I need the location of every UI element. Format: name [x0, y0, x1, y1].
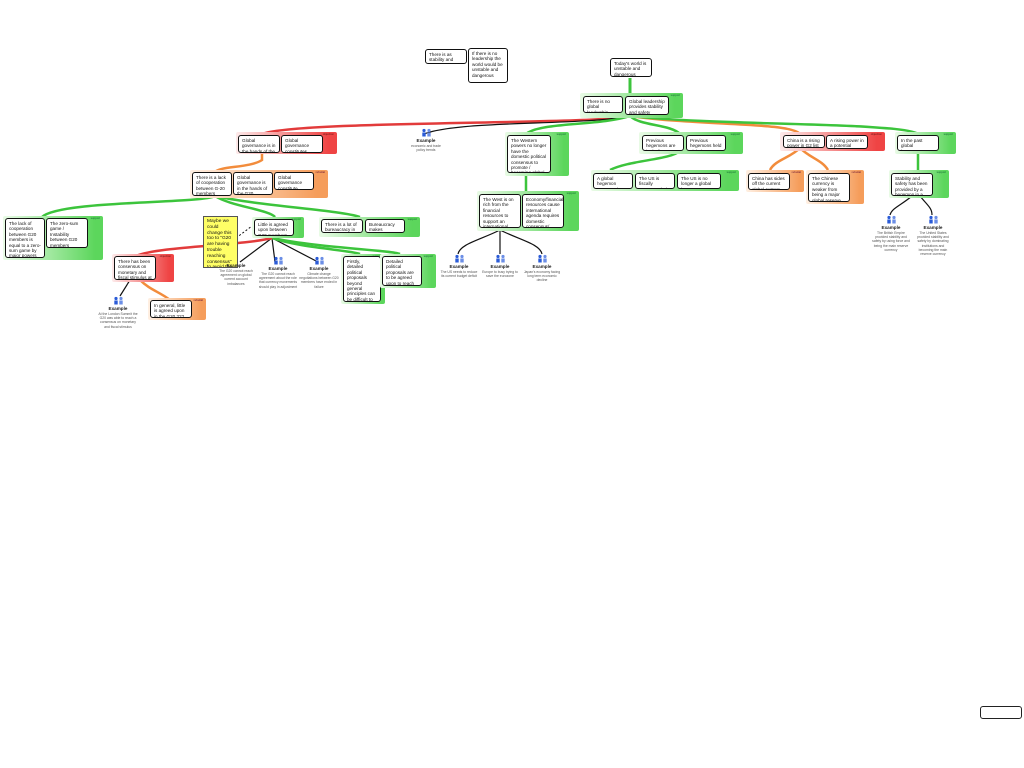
- node-hegemon-overextended[interactable]: A global hegemon cannot to be fully over…: [593, 173, 633, 189]
- node-detailed-difficult[interactable]: Firstly, detailed political proposals be…: [343, 256, 381, 302]
- group-label: support: [670, 93, 680, 97]
- example-person-icon: [273, 256, 283, 265]
- node-bureaucracy-g20[interactable]: There is a lot of bureaucracy in the G20: [321, 219, 363, 233]
- node-chinese-currency[interactable]: The Chinese currency is weaker from bein…: [808, 173, 850, 202]
- node-past-hegemons[interactable]: In the past global hegemons provided sta…: [897, 135, 939, 151]
- example-person-icon: [113, 296, 123, 305]
- example-person-icon: [454, 254, 464, 263]
- example-body: The British Empire provided stability an…: [872, 231, 910, 252]
- node-rising-potential[interactable]: A rising power in a potential global lea…: [826, 135, 868, 149]
- node-economy-resources[interactable]: Economy/financial resources cause intern…: [522, 194, 564, 228]
- zoom-control[interactable]: [980, 706, 1022, 719]
- example-title: Example: [532, 264, 552, 269]
- group-label: objection: [870, 132, 882, 136]
- example-person-icon: [928, 215, 938, 224]
- node-prev-held[interactable]: Previous hegemons held global leadership: [686, 135, 726, 151]
- example-person-icon: [421, 128, 431, 137]
- group-label: support: [291, 217, 301, 221]
- example-title: Example: [881, 225, 901, 230]
- example-body: The G20 cannot reach agreement about the…: [258, 272, 298, 289]
- node-lack-cooperation[interactable]: There is a lack of cooperation between G…: [192, 172, 232, 196]
- group-label: support: [556, 132, 566, 136]
- example-card[interactable]: Example Europe to busy trying to save th…: [481, 254, 519, 278]
- example-card[interactable]: Example The G20 cannot reach agreement o…: [216, 262, 256, 286]
- group-label: rebuttal: [315, 170, 325, 174]
- node-us-no-longer[interactable]: The US is no longer a global hegemon: [677, 173, 721, 189]
- example-card[interactable]: Example Climate change negotiations betw…: [298, 256, 340, 289]
- example-title: Example: [268, 266, 288, 271]
- group-label: support: [423, 254, 433, 258]
- example-body: Japan's economy facing long term economi…: [523, 270, 561, 283]
- example-person-icon: [886, 215, 896, 224]
- group-label: rebuttal: [193, 298, 203, 302]
- node-no-leadership-unstable[interactable]: If there is no leadership the world woul…: [468, 48, 508, 83]
- example-body: The G20 cannot reach agreement on global…: [219, 269, 253, 286]
- node-us-fiscal[interactable]: The US is fiscally overextended: [635, 173, 675, 189]
- node-g20-governance[interactable]: Global governance is in the hands of the…: [238, 135, 280, 153]
- example-card[interactable]: Example The United States provided stabi…: [914, 215, 952, 256]
- group-label: support: [730, 132, 740, 136]
- example-card[interactable]: Example economic and trade policy trends: [407, 128, 445, 152]
- example-title: Example: [490, 264, 510, 269]
- node-little-agreed[interactable]: Little is agreed upon between G20 member…: [254, 219, 294, 236]
- group-label: objection: [159, 254, 171, 258]
- node-west-financial[interactable]: The West is on rich from the financial r…: [479, 194, 521, 228]
- example-card[interactable]: Example The British Empire provided stab…: [872, 215, 910, 252]
- node-stability-now[interactable]: There is as stability and safety now: [425, 49, 467, 64]
- example-body: Climate change negotiations between G20 …: [299, 272, 339, 289]
- example-body: The US needs to reduce its current budge…: [440, 270, 478, 279]
- group-label: support: [566, 191, 576, 195]
- node-global-leadership-provides[interactable]: Global leadership provides stability and…: [625, 96, 669, 115]
- group-label: support: [90, 216, 100, 220]
- node-in-general[interactable]: In general, little is agreed upon in the…: [150, 300, 192, 318]
- example-body: The United States provided stability and…: [917, 231, 949, 257]
- sticky-note[interactable]: Maybe we could change this too to "G20 a…: [203, 216, 238, 268]
- example-person-icon: [314, 256, 324, 265]
- node-zero-sum[interactable]: The lack of cooperation between G20 memb…: [5, 218, 45, 258]
- group-label: support: [407, 217, 417, 221]
- example-title: Example: [923, 225, 943, 230]
- example-card[interactable]: Example The US needs to reduce its curre…: [440, 254, 478, 278]
- node-prev-decline[interactable]: Previous hegemons are in decline: [642, 135, 684, 151]
- group-label: support: [936, 170, 946, 174]
- node-g20-constitutes[interactable]: Global governance constitutes global lea…: [281, 135, 323, 153]
- group-label: support: [726, 170, 736, 174]
- node-consensus-stimulus[interactable]: There has been consensus on monetary and…: [114, 256, 156, 280]
- example-body: At the London Summit the G20 was able to…: [98, 312, 138, 329]
- node-detailed-consensus[interactable]: Detailed political proposals are to be a…: [382, 256, 422, 286]
- node-bureaucracy-difficult[interactable]: Bureaucracy makes cooperation difficult: [365, 219, 405, 233]
- example-title: Example: [449, 264, 469, 269]
- node-lack-constitute[interactable]: Global governance constitute global lead…: [274, 172, 314, 190]
- example-card[interactable]: Example The G20 cannot reach agreement a…: [258, 256, 298, 289]
- example-card[interactable]: Example Japan's economy facing long term…: [523, 254, 561, 283]
- node-stability-provided[interactable]: Stability and safety has been provided b…: [891, 173, 933, 196]
- example-title: Example: [108, 306, 128, 311]
- example-body: Europe to busy trying to save the eurozo…: [482, 270, 518, 279]
- group-label: objection: [322, 132, 334, 136]
- node-china-sides[interactable]: China has sides off the current global s…: [748, 173, 790, 190]
- node-lack-g20[interactable]: Global governance is in the hands of the…: [233, 172, 273, 195]
- group-label: rebuttal: [791, 170, 801, 174]
- example-title: Example: [416, 138, 436, 143]
- example-body: economic and trade policy trends: [411, 144, 441, 153]
- group-label: support: [943, 132, 953, 136]
- node-no-global-leadership[interactable]: There is no global leadership: [583, 96, 623, 113]
- example-person-icon: [495, 254, 505, 263]
- example-title: Example: [226, 263, 246, 268]
- group-label: rebuttal: [851, 170, 861, 174]
- example-title: Example: [309, 266, 329, 271]
- node-china-rising[interactable]: China is a rising power in G2 list: [783, 135, 825, 148]
- example-card[interactable]: Example At the London Summit the G20 was…: [98, 296, 138, 329]
- node-zero-sum-hinders[interactable]: The zero-sum game / Instability between …: [46, 218, 88, 248]
- node-root-claim[interactable]: Today's world is unstable and dangerous: [610, 58, 652, 77]
- example-person-icon: [537, 254, 547, 263]
- node-western-powers[interactable]: The Western powers no longer have the do…: [507, 135, 551, 173]
